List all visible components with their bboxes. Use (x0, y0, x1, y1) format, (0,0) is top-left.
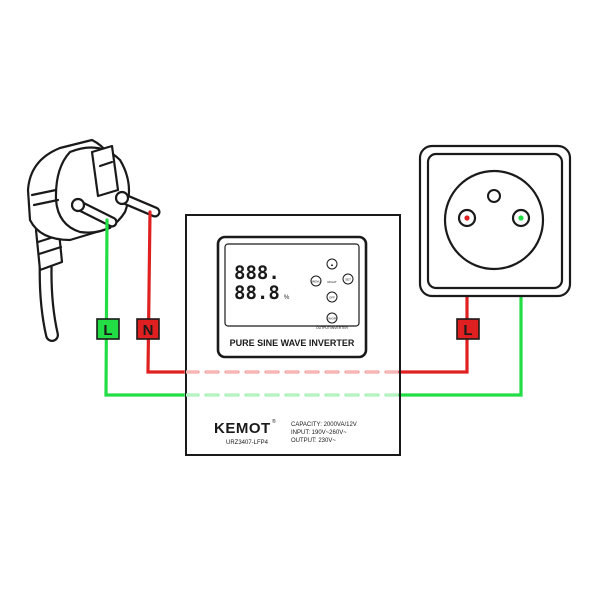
spec-output: OUTPUT: 230V~ (291, 438, 336, 444)
brand-registered-mark: ® (272, 418, 276, 425)
down-button-label: OFF (329, 296, 335, 300)
tag-plug-l-text: L (103, 322, 112, 339)
set-button[interactable] (342, 273, 354, 285)
up-button[interactable] (326, 258, 338, 270)
menu-button-label: MENU (312, 280, 321, 284)
menu-button[interactable] (310, 275, 322, 287)
power-button[interactable] (326, 312, 338, 324)
spec-capacity: CAPACITY: 2000VA/12V (291, 422, 357, 428)
display-percent: % (284, 295, 290, 301)
tag-plug-n: N (136, 318, 160, 340)
up-arrow-icon: ▲ (330, 262, 334, 267)
panel-caption: PURE SINE WAVE INVERTER (230, 338, 355, 348)
tag-socket-l-text: L (463, 322, 472, 339)
tag-plug-l: L (96, 318, 120, 340)
output-inverter-label: OUTPUT/INVERTER (316, 326, 349, 330)
control-panel: 888. 88.8 % ▲ MENU RIGHT SET OFF ON/OFF … (216, 235, 368, 359)
spec-input: INPUT: 190V~260V~ (291, 430, 347, 436)
inverter-unit: 888. 88.8 % ▲ MENU RIGHT SET OFF ON/OFF … (185, 214, 401, 456)
right-label: RIGHT (327, 280, 337, 284)
socket-live-terminal (464, 215, 470, 221)
socket-neutral-terminal (518, 215, 524, 221)
brand-logo: KEMOT (214, 420, 271, 437)
socket-outlet-icon (418, 144, 572, 298)
down-button[interactable] (326, 291, 338, 303)
schuko-plug-icon (26, 138, 161, 342)
display-digits-top: 888. (234, 262, 280, 284)
tag-plug-n-text: N (143, 322, 154, 339)
power-button-label: ON/OFF (327, 317, 338, 321)
tag-socket-l: L (456, 318, 480, 340)
display-digits-bottom: 88.8 (234, 282, 280, 304)
set-button-label: SET (345, 278, 351, 282)
model-number: URZ3407-LFP4 (226, 440, 269, 446)
